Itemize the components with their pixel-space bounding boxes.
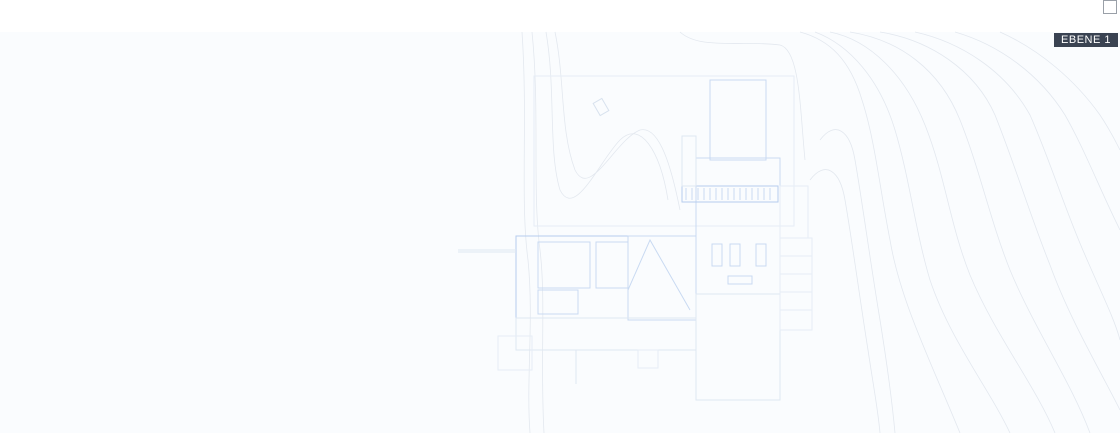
square-outline-icon[interactable] <box>1103 0 1117 14</box>
building-walls <box>458 75 813 401</box>
level-badge: EBENE 1 <box>1054 33 1118 47</box>
top-bar <box>0 0 1120 32</box>
floor-plan-canvas[interactable] <box>0 32 1120 433</box>
terrain-contours <box>521 31 1120 433</box>
